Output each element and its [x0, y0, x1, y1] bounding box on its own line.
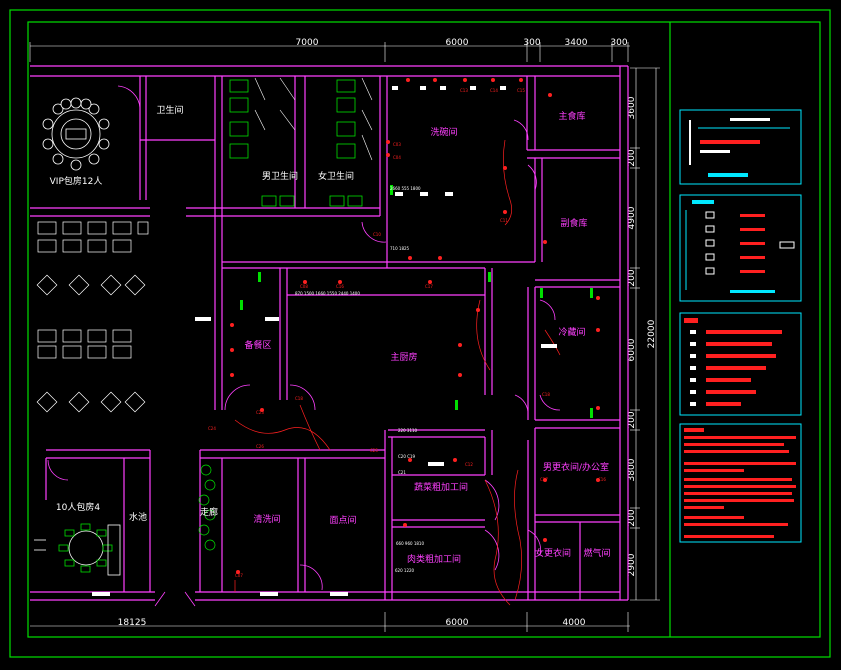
right-dims-text: 3600 200 4900 200 6000 200 3800 200 2900… [627, 96, 657, 576]
room-cleaning: 清洗间 [253, 513, 280, 525]
room-toilet: 卫生间 [156, 104, 183, 116]
dim-bottom-2: 6000 [446, 618, 469, 628]
outer-frame [9, 9, 831, 658]
svg-text:C04: C04 [393, 155, 401, 160]
room-corridor: 走廊 [200, 506, 218, 518]
dim-right-6: 200 [627, 411, 637, 428]
room-female-wc: 女卫生间 [318, 170, 354, 182]
svg-text:C18: C18 [295, 396, 303, 401]
svg-text:C21: C21 [398, 470, 406, 475]
room-labels: VIP包房12人 卫生间 男卫生间 女卫生间 洗碗间 主食库 副食库 冷藏间 主… [50, 104, 611, 565]
room-cold: 冷藏间 [558, 326, 585, 338]
room-male-wc: 男卫生间 [262, 170, 298, 182]
svg-text:620 1220: 620 1220 [395, 568, 415, 573]
svg-text:C14: C14 [490, 88, 498, 93]
svg-text:C23: C23 [256, 410, 264, 415]
svg-text:C16: C16 [598, 477, 606, 482]
room-female-locker: 女更衣间 [535, 547, 571, 559]
room-gas: 燃气间 [583, 547, 610, 559]
walls [30, 65, 629, 601]
notes-panel [679, 423, 802, 543]
dim-right-7: 3800 [627, 458, 637, 481]
svg-text:2660 555 1800: 2660 555 1800 [390, 186, 421, 191]
room-main-kitchen: 主厨房 [390, 351, 417, 363]
dining-tables [36, 221, 149, 413]
dim-right-2: 200 [627, 149, 637, 166]
detail-panel-2 [679, 194, 802, 302]
dim-top-5: 300 [610, 38, 627, 48]
room-vip: VIP包房12人 [50, 175, 103, 187]
dim-top-1: 7000 [296, 38, 319, 48]
room-main-store: 主食库 [558, 110, 585, 122]
detail-panel-1 [679, 109, 802, 185]
room-pool: 水池 [129, 511, 147, 523]
svg-text:710 1825: 710 1825 [390, 246, 410, 251]
legend-panel [679, 312, 802, 416]
top-dimension-line [29, 42, 630, 62]
vip-round-table [42, 97, 110, 171]
svg-text:C17: C17 [425, 284, 433, 289]
svg-text:C24: C24 [208, 426, 216, 431]
svg-text:C25: C25 [370, 448, 378, 453]
room-dishwash: 洗碗间 [430, 126, 457, 138]
right-dimension-line [630, 67, 660, 601]
dim-right-8: 200 [627, 509, 637, 526]
svg-text:C03: C03 [393, 142, 401, 147]
dim-bottom-3: 4000 [563, 618, 586, 628]
inner-frame [27, 21, 821, 638]
svg-text:220 3110: 220 3110 [398, 428, 418, 433]
private-room-table [34, 523, 121, 576]
room-private10: 10人包房4 [56, 501, 100, 513]
svg-text:C11: C11 [500, 218, 508, 223]
dim-top-3: 300 [523, 38, 540, 48]
doors [47, 85, 561, 607]
svg-text:C17: C17 [540, 477, 548, 482]
stall-partitions [254, 77, 373, 161]
svg-text:C08: C08 [300, 284, 308, 289]
room-pastry: 面点间 [329, 514, 356, 526]
svg-text:C07: C07 [235, 573, 243, 578]
svg-text:C18: C18 [542, 392, 550, 397]
dim-bottom-1: 18125 [118, 618, 147, 628]
dim-right-9: 2900 [627, 553, 637, 576]
dim-right-3: 4900 [627, 206, 637, 229]
svg-text:C15: C15 [517, 88, 525, 93]
pipes [234, 139, 561, 606]
svg-text:C13: C13 [460, 88, 468, 93]
equipment-markers [92, 78, 600, 596]
svg-text:870 1500 1660 1550 2440 1400: 870 1500 1660 1550 2440 1400 [295, 291, 360, 296]
dim-top-2: 6000 [446, 38, 469, 48]
room-meat-process: 肉类粗加工间 [407, 553, 461, 565]
room-veg-process: 蔬菜粗加工间 [414, 481, 468, 493]
room-male-locker: 男更衣间/办公室 [543, 461, 609, 473]
svg-text:C16: C16 [336, 284, 344, 289]
bottom-dimension-line [30, 612, 630, 632]
dim-right-4: 200 [627, 269, 637, 286]
plants [198, 464, 216, 551]
svg-text:C12: C12 [465, 462, 473, 467]
svg-text:C26: C26 [256, 444, 264, 449]
room-pantry: 备餐区 [244, 339, 271, 351]
toilet-fixtures [229, 79, 363, 207]
dim-right-total: 22000 [647, 319, 657, 348]
dim-right-5: 6000 [627, 338, 637, 361]
svg-text:C10: C10 [373, 232, 381, 237]
svg-text:660 960 1810: 660 960 1810 [396, 541, 424, 546]
room-veg-store: 副食库 [560, 217, 587, 229]
svg-text:C20 C19: C20 C19 [398, 454, 415, 459]
dim-right-1: 3600 [627, 96, 637, 119]
dim-top-4: 3400 [565, 38, 588, 48]
